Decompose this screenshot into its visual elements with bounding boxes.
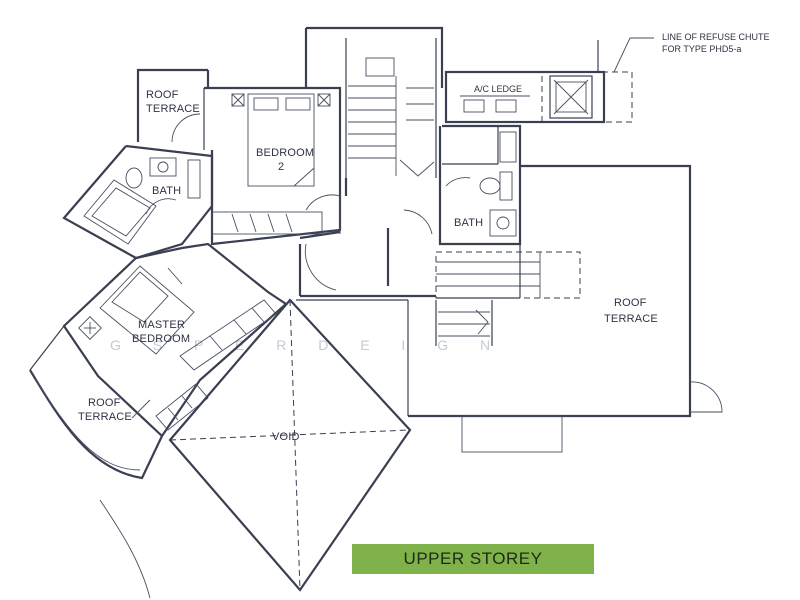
master-bedroom-label-2: BEDROOM [132,333,190,345]
bedroom-2-room [203,86,342,246]
lower-stair [435,251,581,346]
master-bedroom-label-1: MASTER [138,319,185,331]
roof-terrace-right-label-2: TERRACE [604,313,658,325]
bath-left-room [62,144,214,260]
roof-terrace-left-label-2: TERRACE [78,411,132,423]
landing [298,194,436,298]
ac-ledge-label: A/C LEDGE [474,84,522,94]
roof-terrace-left-room [29,325,163,599]
bath-left-label: BATH [152,185,181,197]
bedroom-2-label-2: 2 [278,161,284,173]
upper-storey-banner: UPPER STOREY [352,544,594,574]
banner-title: UPPER STOREY [403,549,543,568]
void-area [168,298,412,592]
stair-core [304,26,444,196]
void-label: VOID [272,431,300,443]
refuse-note-line-1: LINE OF REFUSE CHUTE [662,32,770,42]
roof-terrace-right-label-1: ROOF [614,297,647,309]
refuse-note-line-2: FOR TYPE PHD5-a [662,44,741,54]
roof-terrace-top-label-1: ROOF [146,89,179,101]
master-bedroom-room [62,242,288,438]
roof-terrace-top-room [136,68,210,143]
roof-terrace-top-label-2: TERRACE [146,103,200,115]
bedroom-2-label-1: BEDROOM [256,147,314,159]
roof-terrace-left-label-1: ROOF [88,397,121,409]
ac-ledge-room [444,37,654,124]
roof-terrace-right-room [408,164,723,453]
watermark: G S P E R D E I G N [110,337,504,353]
bath-right-label: BATH [454,217,483,229]
